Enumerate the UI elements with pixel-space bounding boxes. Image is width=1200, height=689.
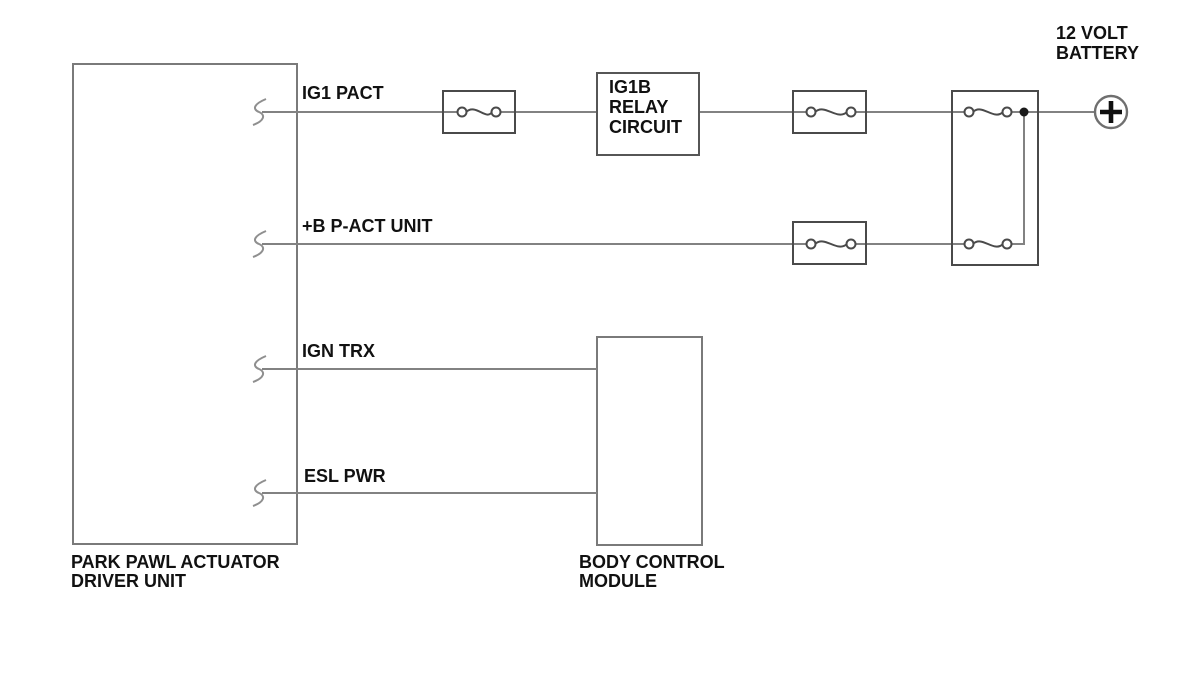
pin-label-b-pact-unit: +B P-ACT UNIT <box>302 216 433 236</box>
fuse-icon <box>972 108 1004 116</box>
ig1b-relay-circuit-box <box>596 72 700 156</box>
fuse-icon <box>845 106 857 118</box>
relay-label-line3: CIRCUIT <box>609 117 682 137</box>
pin-label-ign-trx: IGN TRX <box>302 341 376 361</box>
wire-break-squiggle-icon <box>252 230 267 258</box>
pin-label-esl-pwr: ESL PWR <box>304 466 386 486</box>
fuse-elements <box>456 106 1013 250</box>
wire-break-squiggle-icon <box>252 98 267 126</box>
body-control-module-box <box>596 336 703 546</box>
fuse-icon <box>805 106 817 118</box>
fuse-icon <box>805 238 817 250</box>
wire-break-squiggle-icon <box>252 479 267 507</box>
plus-icon <box>1100 101 1122 123</box>
fuse-icon <box>465 108 493 116</box>
fuse-icon <box>963 238 975 250</box>
fuse-icon <box>490 106 502 118</box>
fuse-box-icon <box>442 90 516 134</box>
park-pawl-actuator-label: PARK PAWL ACTUATOR DRIVER UNIT <box>71 553 280 591</box>
relay-label-line1: IG1B <box>609 77 652 97</box>
relay-label-line2: RELAY <box>609 97 669 117</box>
body-control-module-label: BODY CONTROL MODULE <box>579 553 725 591</box>
actuator-label-line2: DRIVER UNIT <box>71 571 187 591</box>
fuse-icon <box>456 106 468 118</box>
fuse-icon <box>963 106 975 118</box>
bcm-label-line2: MODULE <box>579 571 657 591</box>
connector-breaks <box>252 98 267 507</box>
fuse-box-icon <box>792 90 867 134</box>
fuse-icon <box>1001 106 1013 118</box>
wire-break-squiggle-icon <box>252 355 267 383</box>
pin-label-ig1-pact: IG1 PACT <box>302 83 384 103</box>
actuator-label-line1: PARK PAWL ACTUATOR <box>71 552 280 572</box>
fuse-boxes <box>442 90 1039 266</box>
battery-label-line2: BATTERY <box>1056 43 1139 63</box>
fuse-icon <box>1001 238 1013 250</box>
park-pawl-actuator-box <box>72 63 298 545</box>
bcm-label-line1: BODY CONTROL <box>579 552 725 572</box>
junction-dot-icon <box>1019 107 1029 117</box>
battery-label-line1: 12 VOLT <box>1056 23 1128 43</box>
battery-positive-terminal-icon <box>1093 94 1129 130</box>
fuse-icon <box>814 108 848 116</box>
fuse-box-icon <box>792 221 867 265</box>
battery-label: 12 VOLT BATTERY <box>1056 23 1139 63</box>
fuse-icon <box>972 240 1004 248</box>
junction-fuse-box-icon <box>951 90 1039 266</box>
fuse-icon <box>814 240 848 248</box>
wire-b-pact-unit-riser <box>1007 112 1025 245</box>
fuse-icon <box>845 238 857 250</box>
ig1b-relay-circuit-label: IG1B RELAY CIRCUIT <box>609 77 682 137</box>
